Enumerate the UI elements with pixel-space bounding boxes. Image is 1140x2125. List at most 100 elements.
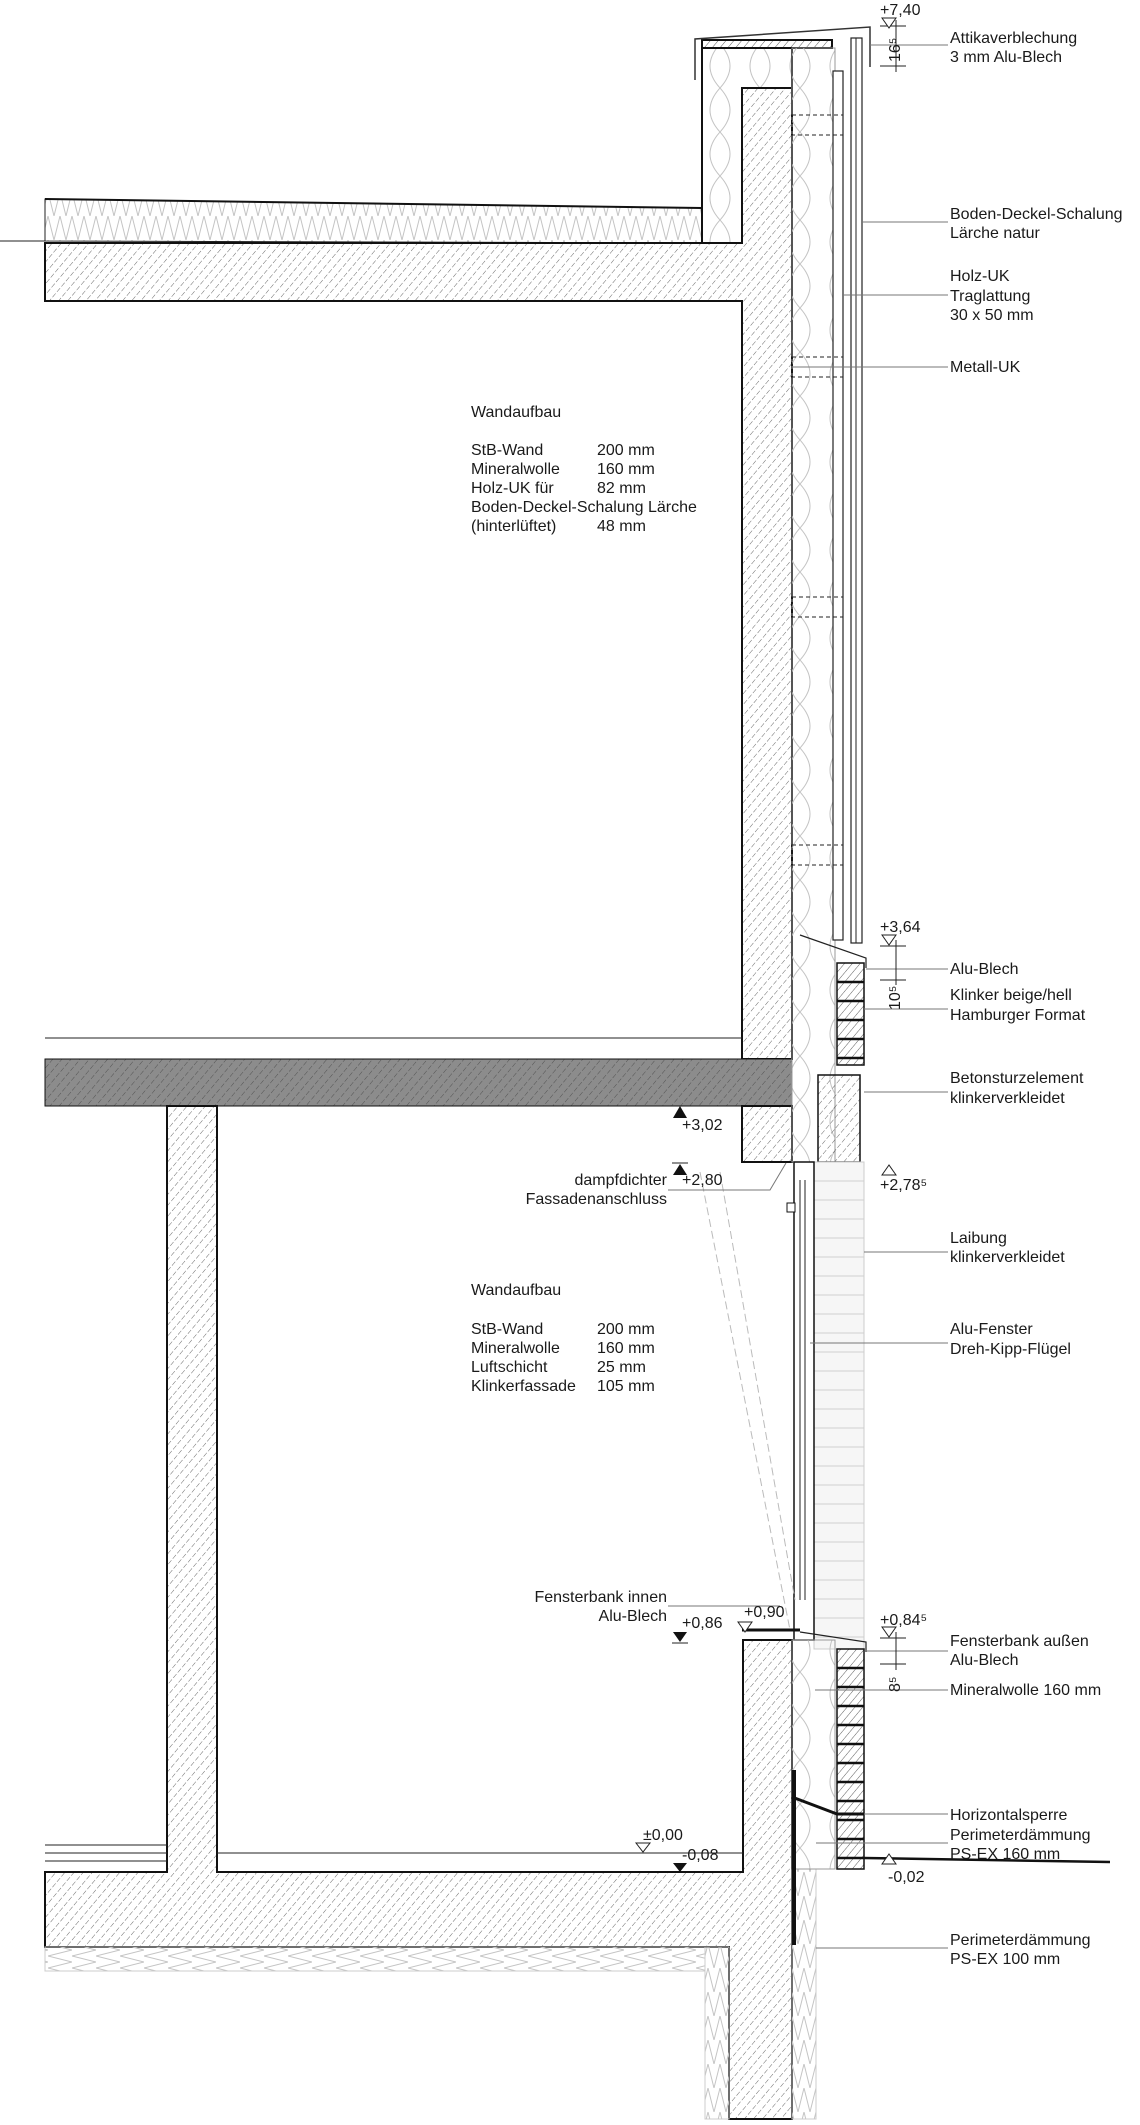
reveal-clinker bbox=[813, 1161, 865, 1650]
elevation-markers bbox=[634, 17, 897, 1872]
annotation-dampfdicht: dampfdichter Fassadenanschluss bbox=[526, 1172, 668, 1208]
label-line: Fensterbank außen bbox=[950, 1633, 1089, 1650]
label-line: Laibung bbox=[950, 1230, 1007, 1247]
buildup-thickness: 25 mm bbox=[597, 1359, 646, 1376]
label-line: Alu-Fenster bbox=[950, 1321, 1033, 1338]
parapet-board bbox=[701, 39, 833, 49]
buildup-layer: Holz-UK für bbox=[471, 480, 554, 497]
annotation-betonsturz: Betonsturzelement klinkerverkleidet bbox=[950, 1070, 1084, 1107]
label-line: 30 x 50 mm bbox=[950, 307, 1034, 324]
buildup-layer: (hinterlüftet) bbox=[471, 518, 556, 535]
annotation-mineralwolle: Mineralwolle 160 mm bbox=[950, 1682, 1101, 1699]
clinker-lower bbox=[836, 1648, 865, 1870]
label-line: Alu-Blech bbox=[599, 1608, 667, 1625]
annotation-perimeter-160: Perimeterdämmung PS-EX 160 mm bbox=[950, 1827, 1091, 1863]
level-triangle-icon bbox=[881, 1853, 897, 1865]
buildup-heading: Wandaufbau bbox=[471, 404, 561, 421]
label-line: Holz-UK bbox=[950, 268, 1010, 285]
label-line: PS-EX 160 mm bbox=[950, 1846, 1060, 1863]
level-triangle-icon bbox=[881, 17, 897, 29]
annotation-horizontalsperre: Horizontalsperre bbox=[950, 1807, 1067, 1824]
dimension-85: 8⁵ bbox=[887, 1676, 904, 1692]
label-line: Betonsturzelement bbox=[950, 1070, 1084, 1087]
annotation-perimeter-100: Perimeterdämmung PS-EX 100 mm bbox=[950, 1932, 1091, 1968]
window-swing-line bbox=[699, 1171, 791, 1631]
window-swing-line bbox=[719, 1171, 796, 1601]
level-triangle-icon bbox=[634, 1842, 652, 1853]
level-triangle-filled-icon bbox=[673, 1164, 687, 1175]
label-line: Fensterbank innen bbox=[534, 1589, 667, 1606]
buildup-layer: StB-Wand bbox=[471, 442, 543, 459]
buildup-thickness: 200 mm bbox=[597, 442, 655, 459]
alu-flashing-upper bbox=[799, 934, 867, 968]
elevation-008: -0,08 bbox=[682, 1847, 719, 1864]
mineral-wool-lower bbox=[791, 1639, 836, 1870]
annotation-fenster: Alu-Fenster Dreh-Kipp-Flügel bbox=[950, 1321, 1071, 1358]
inner-perimeter-insulation bbox=[704, 1946, 730, 2120]
ground-line bbox=[863, 1856, 1111, 1864]
elevation-302: +3,02 bbox=[682, 1117, 723, 1134]
buildup-thickness: 105 mm bbox=[597, 1378, 655, 1395]
label-line: Alu-Blech bbox=[950, 1652, 1018, 1669]
buildup-layer: Boden-Deckel-Schalung Lärche bbox=[471, 499, 697, 516]
clinker-courses-lower bbox=[837, 1666, 864, 1860]
buildup-thickness: 48 mm bbox=[597, 518, 646, 535]
dimension-105: 10⁵ bbox=[887, 986, 904, 1010]
label-line: klinkerverkleidet bbox=[950, 1249, 1065, 1266]
buildup-thickness: 160 mm bbox=[597, 461, 655, 478]
elevation-280: +2,80 bbox=[682, 1172, 723, 1189]
buildup-layer: Mineralwolle bbox=[471, 1340, 560, 1357]
elevation-090: +0,90 bbox=[744, 1604, 785, 1621]
level-triangle-filled-icon bbox=[673, 1106, 687, 1118]
alu-window-frame bbox=[793, 1161, 815, 1641]
label-line: Boden-Deckel-Schalung bbox=[950, 206, 1123, 223]
annotation-alu-blech: Alu-Blech bbox=[950, 961, 1018, 978]
roof-insulation bbox=[44, 198, 703, 244]
elevation-0845: +0,84⁵ bbox=[880, 1612, 927, 1629]
lintel-wall bbox=[741, 1105, 793, 1163]
buildup-layer: StB-Wand bbox=[471, 1321, 543, 1338]
annotation-laibung: Laibung klinkerverkleidet bbox=[950, 1230, 1065, 1266]
annotation-klinker: Klinker beige/hell Hamburger Format bbox=[950, 987, 1086, 1024]
elevation-740: +7,40 bbox=[880, 2, 921, 19]
floor-slab-hatch bbox=[44, 1058, 793, 1107]
buildup-thickness: 160 mm bbox=[597, 1340, 655, 1357]
leader-lines bbox=[668, 20, 948, 1949]
bitumen-seal bbox=[792, 1770, 796, 1945]
window-hinge bbox=[786, 1202, 796, 1213]
elevation-2785: +2,78⁵ bbox=[880, 1177, 927, 1194]
horizontal-barrier bbox=[791, 1795, 864, 1816]
label-line: Perimeterdämmung bbox=[950, 1932, 1091, 1949]
label-line: Hamburger Format bbox=[950, 1007, 1086, 1024]
concrete-lintel-element bbox=[817, 1074, 861, 1163]
level-triangle-icon bbox=[737, 1621, 753, 1633]
clinker-courses-upper bbox=[837, 980, 864, 1060]
buildup-layer: Mineralwolle bbox=[471, 461, 560, 478]
buildup-layer: Klinkerfassade bbox=[471, 1378, 576, 1395]
label-line: Fassadenanschluss bbox=[526, 1191, 667, 1208]
annotation-attika: Attikaverblechung 3 mm Alu-Blech bbox=[950, 30, 1077, 66]
annotation-boden-deckel: Boden-Deckel-Schalung Lärche natur bbox=[950, 206, 1123, 242]
label-line: Perimeterdämmung bbox=[950, 1827, 1091, 1844]
label-line: Dreh-Kipp-Flügel bbox=[950, 1341, 1071, 1358]
annotation-fensterbank-innen: Fensterbank innen Alu-Blech bbox=[534, 1589, 667, 1625]
label-line: Attikaverblechung bbox=[950, 30, 1077, 47]
wall-buildup-upper: Wandaufbau StB-Wand 200 mm Mineralwolle … bbox=[471, 404, 697, 535]
mineral-wool-insulation bbox=[791, 47, 836, 1163]
under-slab-insulation bbox=[44, 1946, 706, 1972]
label-line: Traglattung bbox=[950, 288, 1030, 305]
wood-batten bbox=[832, 70, 844, 941]
dimension-165: 16⁵ bbox=[887, 38, 904, 62]
outer-sill bbox=[799, 1631, 867, 1652]
level-triangle-filled-icon bbox=[673, 1863, 687, 1872]
elevation-000: ±0,00 bbox=[643, 1827, 683, 1844]
wall-buildup-lower: Wandaufbau StB-Wand 200 mm Mineralwolle … bbox=[471, 1282, 655, 1395]
elevation-364: +3,64 bbox=[880, 919, 921, 936]
buildup-thickness: 82 mm bbox=[597, 480, 646, 497]
buildup-thickness: 200 mm bbox=[597, 1321, 655, 1338]
buildup-layer: Luftschicht bbox=[471, 1359, 548, 1376]
clinker-upper bbox=[836, 962, 865, 1066]
label-line: 3 mm Alu-Blech bbox=[950, 49, 1062, 66]
